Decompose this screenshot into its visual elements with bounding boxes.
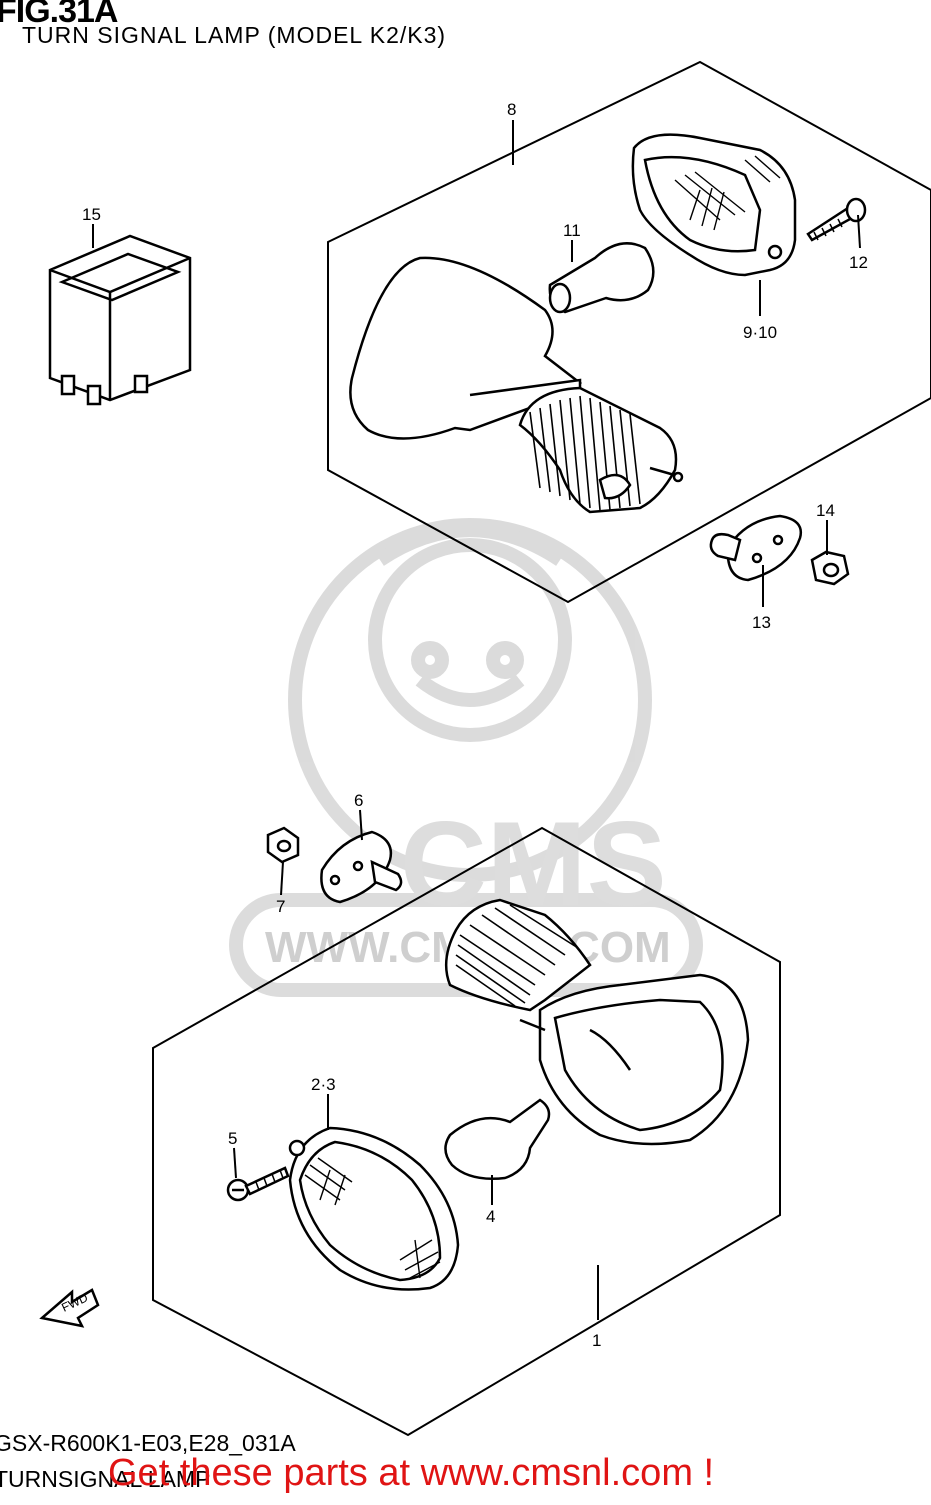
- part-label-2-3: 2·3: [311, 1075, 336, 1094]
- part-label-15: 15: [82, 205, 101, 224]
- part-label-8: 8: [507, 100, 516, 119]
- mounting-plate-13-icon: [709, 514, 803, 582]
- lower-assembly-box: [152, 826, 781, 1437]
- footer-name: TURNSIGNAL LAMP: [0, 1466, 211, 1492]
- figure-title: TURN SIGNAL LAMP (MODEL K2/K3): [22, 22, 447, 48]
- part-labels: 8 15 11 12 9·10 14 13 6 7 2·3 5 4 1: [82, 100, 868, 1350]
- lower-bulb-icon: [444, 1098, 551, 1180]
- part-label-1: 1: [592, 1331, 601, 1350]
- part-label-5: 5: [228, 1129, 237, 1148]
- footer-code: GSX-R600K1-E03,E28_031A: [0, 1430, 296, 1456]
- screw-5-icon: [226, 1166, 290, 1202]
- relay-icon: [48, 234, 192, 406]
- figure-number: FIG.31A: [0, 0, 118, 30]
- part-label-13: 13: [752, 613, 771, 632]
- upper-assembly-box: [327, 60, 931, 604]
- upper-turn-signal-lamp-icon: [349, 256, 684, 514]
- promo-link[interactable]: Get these parts at www.cmsnl.com !: [108, 1452, 715, 1494]
- part-label-11: 11: [563, 221, 581, 240]
- fwd-arrow-icon: FWD: [39, 1288, 100, 1328]
- part-label-4: 4: [486, 1207, 495, 1226]
- lower-lens-icon: [288, 1126, 460, 1291]
- nut-7-icon: [266, 826, 300, 864]
- leader-lines: [92, 120, 861, 1320]
- part-label-6: 6: [354, 791, 363, 810]
- screw-12-icon: [806, 197, 867, 242]
- part-label-9-10: 9·10: [743, 323, 777, 342]
- nut-14-icon: [810, 550, 850, 586]
- watermark-cms: CMS: [400, 797, 667, 931]
- part-label-12: 12: [849, 253, 868, 272]
- part-label-14: 14: [816, 501, 835, 520]
- mounting-plate-6-icon: [320, 830, 403, 904]
- lower-turn-signal-lamp-icon: [444, 898, 750, 1146]
- upper-bulb-icon: [548, 242, 655, 314]
- upper-lens-icon: [631, 133, 797, 277]
- part-label-7: 7: [276, 897, 285, 916]
